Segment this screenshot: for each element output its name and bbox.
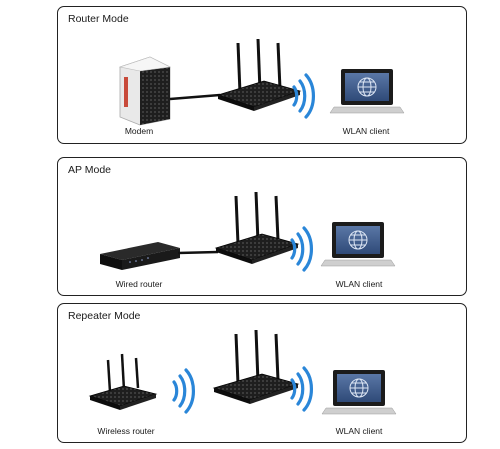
panel-title: AP Mode (68, 164, 111, 176)
laptop-icon (321, 370, 397, 415)
router-mode-panel: Router Mode (57, 6, 467, 144)
wired-router-icon (100, 242, 180, 270)
wired-router-caption: Wired router (115, 279, 163, 289)
ap-mode-panel: AP Mode (57, 157, 467, 296)
wifi-signal-icon (290, 226, 314, 272)
repeater-mode-diagram (88, 329, 397, 415)
ethernet-cable (169, 93, 221, 101)
wifi-signal-icon (290, 366, 314, 412)
router-mode-diagram (118, 38, 405, 126)
wifi-signal-icon (172, 368, 196, 414)
globe-icon (348, 230, 368, 250)
repeater-mode-panel: Repeater Mode (57, 303, 467, 443)
modem-icon (118, 56, 172, 126)
router-icon (214, 191, 300, 264)
wlan-client-caption: WLAN client (335, 279, 383, 289)
modem-caption: Modem (124, 126, 154, 136)
laptop-icon (320, 222, 396, 267)
wireless-router-icon (88, 353, 158, 410)
wlan-client-caption: WLAN client (342, 126, 390, 136)
laptop-icon (329, 69, 405, 114)
panel-title: Repeater Mode (68, 310, 141, 322)
ethernet-cable (177, 250, 219, 255)
wifi-signal-icon (292, 73, 316, 119)
router-icon (216, 38, 302, 111)
wlan-client-caption: WLAN client (335, 426, 383, 436)
panel-title: Router Mode (68, 13, 129, 25)
globe-icon (357, 77, 377, 97)
ap-mode-diagram (100, 191, 396, 272)
wireless-router-caption: Wireless router (97, 426, 155, 436)
router-icon (212, 329, 300, 404)
globe-icon (349, 378, 369, 398)
